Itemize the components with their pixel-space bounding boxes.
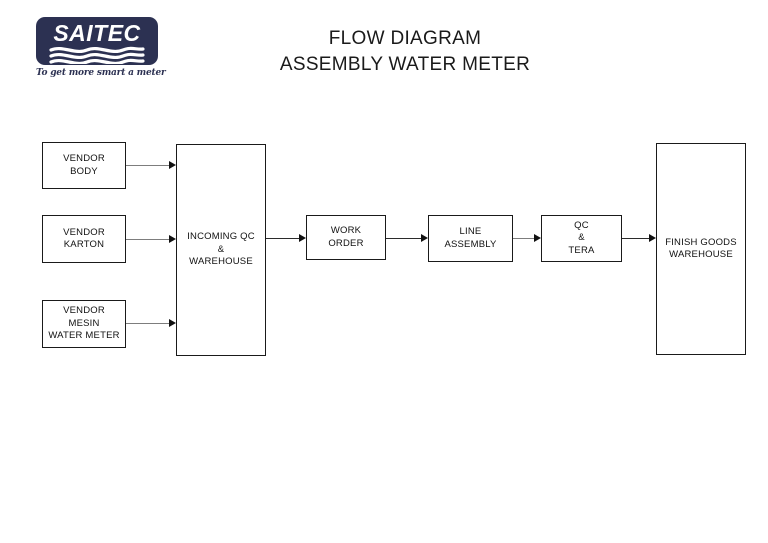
logo-wordmark: SAITEC (53, 20, 141, 46)
connector-vendor-body-to-incoming-qc (126, 165, 169, 166)
flow-node-label: VENDOR MESIN WATER METER (48, 305, 120, 342)
flow-node-vendor-karton: VENDOR KARTON (42, 215, 126, 263)
connector-line-assembly-to-qc-tera (513, 238, 534, 239)
arrowhead-icon (169, 319, 176, 327)
arrowhead-icon (421, 234, 428, 242)
connector-work-order-to-line-assembly (386, 238, 421, 239)
flow-node-qc-tera: QC & TERA (541, 215, 622, 262)
flow-node-vendor-body: VENDOR BODY (42, 142, 126, 189)
connector-vendor-mesin-to-incoming-qc (126, 323, 169, 324)
wave-lines-icon (49, 46, 145, 64)
arrowhead-icon (649, 234, 656, 242)
connector-vendor-karton-to-incoming-qc (126, 239, 169, 240)
arrowhead-icon (169, 235, 176, 243)
flow-node-label: VENDOR KARTON (63, 226, 105, 251)
company-logo: SAITEC To get more smart a meter (36, 17, 166, 78)
connector-incoming-qc-to-work-order (266, 238, 299, 239)
arrowhead-icon (534, 234, 541, 242)
page-title: FLOW DIAGRAM ASSEMBLY WATER METER (205, 26, 605, 78)
flow-node-line-assembly: LINE ASSEMBLY (428, 215, 513, 262)
flow-node-label: WORK ORDER (328, 225, 364, 249)
logo-badge: SAITEC (36, 17, 158, 65)
flow-node-label: INCOMING QC & WAREHOUSE (187, 231, 255, 268)
flow-node-label: LINE ASSEMBLY (444, 226, 497, 250)
arrowhead-icon (169, 161, 176, 169)
flow-node-finish-goods-warehouse: FINISH GOODS WAREHOUSE (656, 143, 746, 355)
flow-node-incoming-qc-warehouse: INCOMING QC & WAREHOUSE (176, 144, 266, 356)
flow-node-label: VENDOR BODY (63, 153, 105, 177)
logo-tagline: To get more smart a meter (36, 68, 166, 78)
connector-qc-tera-to-finish-goods (622, 238, 649, 239)
arrowhead-icon (299, 234, 306, 242)
flow-node-work-order: WORK ORDER (306, 215, 386, 260)
title-line-2: ASSEMBLY WATER METER (279, 54, 531, 75)
flow-node-label: QC & TERA (568, 219, 595, 256)
flow-node-label: FINISH GOODS WAREHOUSE (665, 236, 737, 261)
title-line-1: FLOW DIAGRAM (328, 28, 482, 49)
flow-node-vendor-mesin-water-meter: VENDOR MESIN WATER METER (42, 300, 126, 348)
